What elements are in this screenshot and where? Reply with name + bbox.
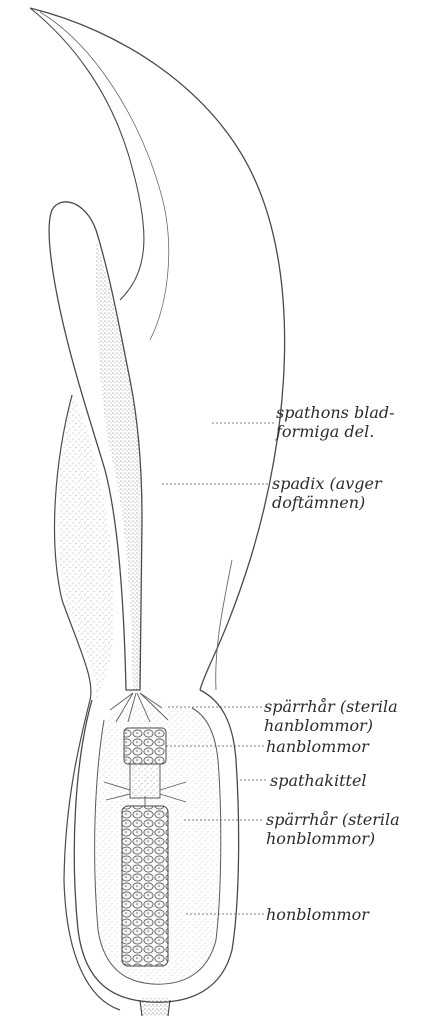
label-sterile-hairs-lower-line2: honblommor): [266, 829, 400, 848]
label-male-flowers: hanblommor: [266, 737, 369, 756]
label-spathe-chamber: spathakittel: [270, 771, 367, 790]
label-spathe-blade-line1: spathons blad-: [276, 403, 395, 422]
label-sterile-hairs-upper: spärrhår (sterila hanblommor): [264, 697, 398, 735]
label-sterile-hairs-upper-line2: hanblommor): [264, 716, 398, 735]
spathe-left-shading: [58, 395, 115, 700]
spathe-right-contour: [216, 560, 232, 690]
label-spadix: spadix (avger doftämnen): [272, 474, 382, 512]
spadix-axis: [130, 764, 160, 798]
label-sterile-hairs-upper-line1: spärrhår (sterila: [264, 697, 398, 716]
label-sterile-hairs-lower-line1: spärrhår (sterila: [266, 810, 400, 829]
label-spathe-chamber-line1: spathakittel: [270, 771, 367, 790]
label-spadix-line2: doftämnen): [272, 493, 382, 512]
label-spadix-line1: spadix (avger: [272, 474, 382, 493]
label-spathe-blade: spathons blad- formiga del.: [276, 403, 395, 441]
label-sterile-hairs-lower: spärrhår (sterila honblommor): [266, 810, 400, 848]
peduncle-shading: [142, 998, 168, 1016]
label-spathe-blade-line2: formiga del.: [276, 422, 395, 441]
male-florets: [124, 728, 166, 764]
label-female-flowers: honblommor: [266, 905, 369, 924]
label-male-flowers-line1: hanblommor: [266, 737, 369, 756]
female-florets: [122, 806, 168, 966]
label-female-flowers-line1: honblommor: [266, 905, 369, 924]
